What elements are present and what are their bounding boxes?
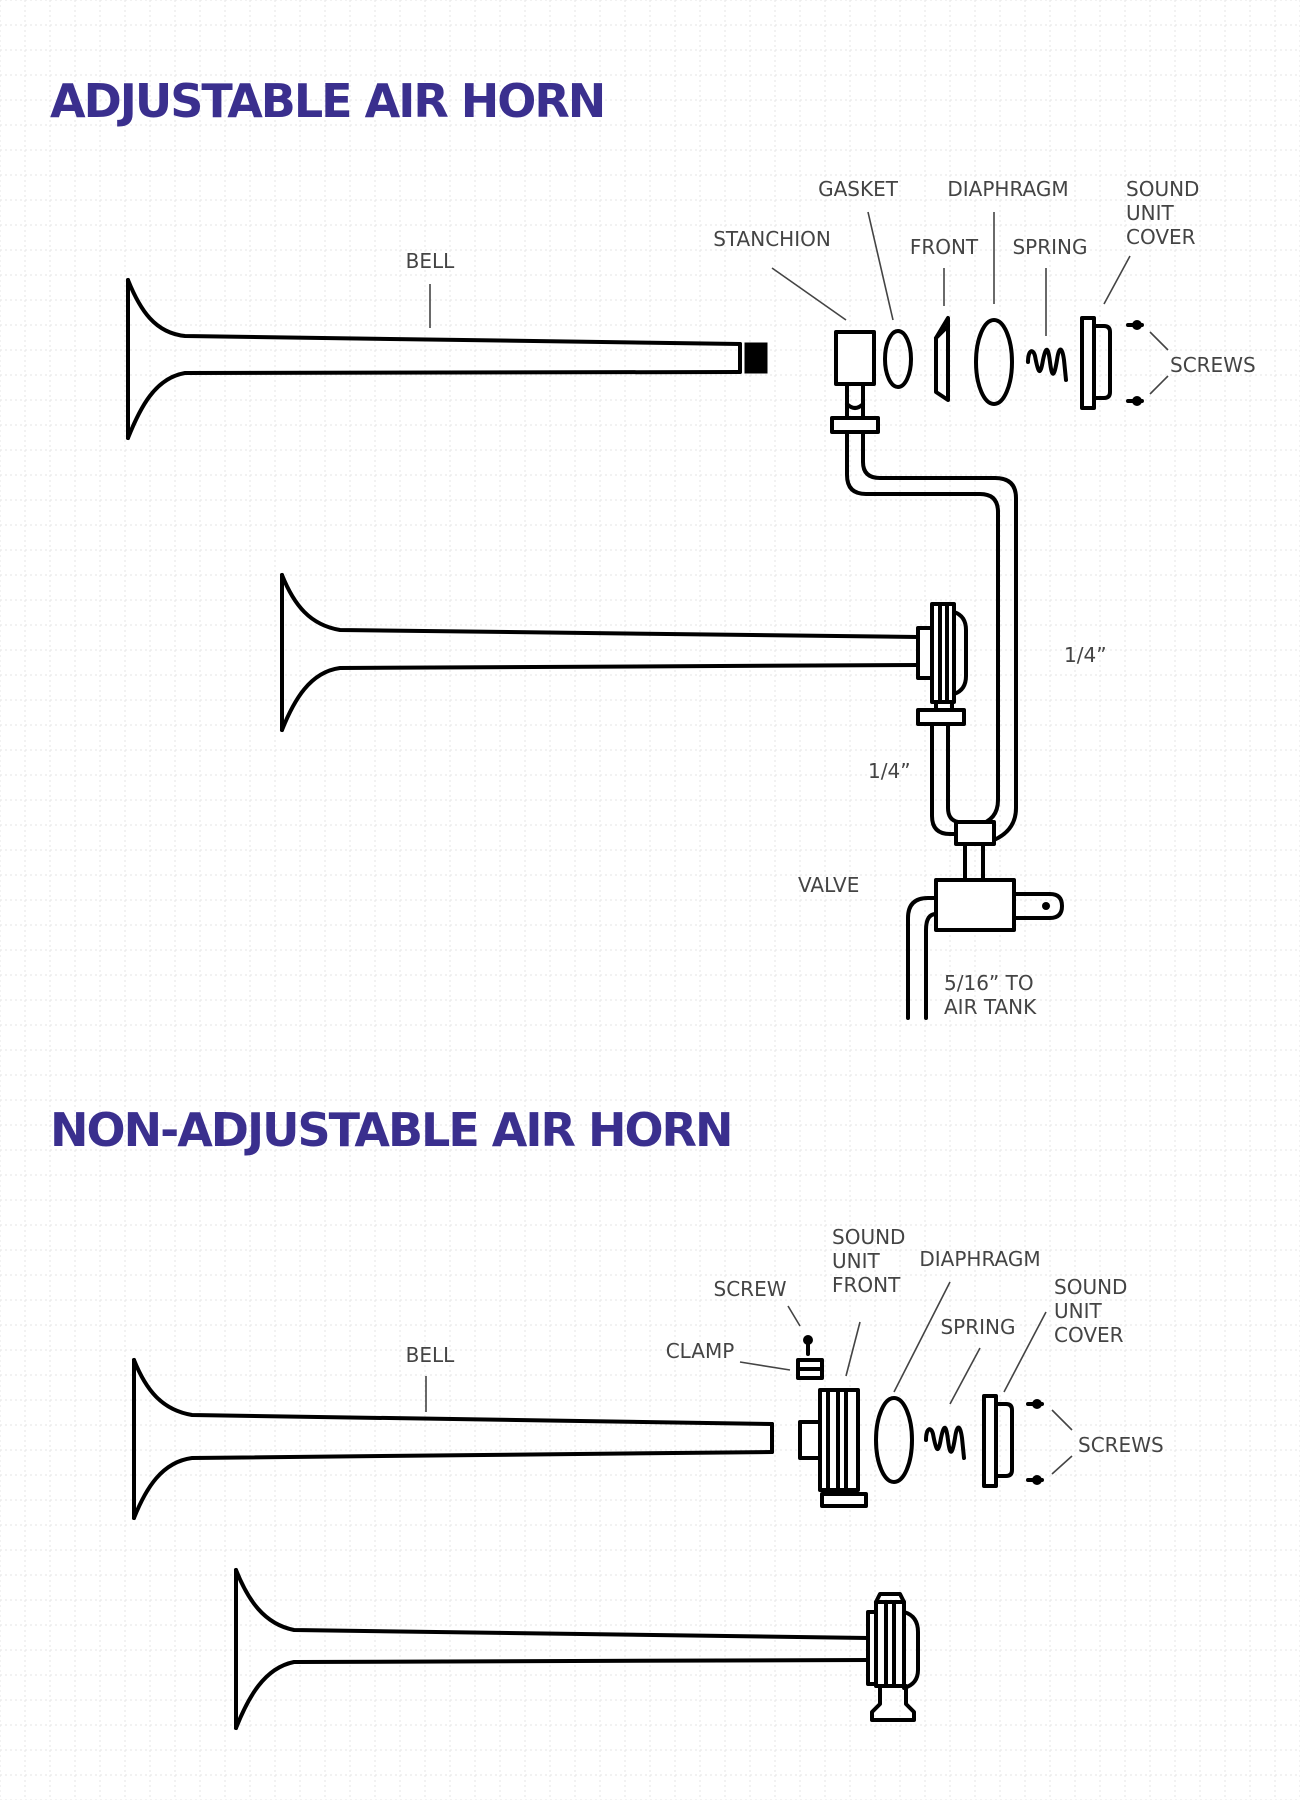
label-bell: BELL	[406, 249, 456, 273]
adjustable-air-tube-quarter-left	[930, 722, 960, 836]
label-valve: VALVE	[798, 873, 859, 897]
non-adjustable-diaphragm	[874, 1396, 914, 1484]
non-adjustable-screw	[803, 1335, 813, 1356]
label-tube-quarter-left: 1/4”	[868, 759, 911, 783]
label-tube-quarter-right: 1/4”	[1064, 643, 1107, 667]
adjustable-title: ADJUSTABLE AIR HORN	[50, 74, 604, 128]
label-air-tank: 5/16” TO AIR TANK	[944, 971, 1040, 1019]
label-screws-2: SCREWS	[1078, 1433, 1164, 1457]
label-screws: SCREWS	[1170, 353, 1256, 377]
label-spring-2: SPRING	[940, 1315, 1015, 1339]
non-adjustable-clamp	[796, 1358, 824, 1380]
adjustable-screws	[1126, 320, 1144, 406]
non-adjustable-title: NON-ADJUSTABLE AIR HORN	[50, 1103, 731, 1157]
non-adjustable-bell-bottom	[234, 1568, 920, 1730]
label-sound-unit-front: SOUND UNIT FRONT	[832, 1225, 912, 1297]
label-clamp: CLAMP	[666, 1339, 735, 1363]
label-sound-unit-cover-2: SOUND UNIT COVER	[1054, 1275, 1134, 1347]
non-adjustable-screws	[1026, 1399, 1044, 1485]
adjustable-bell-middle	[280, 573, 968, 732]
adjustable-air-tube-quarter-right	[845, 430, 1018, 844]
adjustable-gasket	[883, 329, 913, 389]
adjustable-air-tank-line	[906, 896, 938, 1020]
label-stanchion: STANCHION	[713, 227, 831, 251]
adjustable-spring	[1026, 347, 1068, 382]
label-diaphragm-2: DIAPHRAGM	[919, 1247, 1040, 1271]
non-adjustable-bell-top	[132, 1358, 774, 1520]
adjustable-diaphragm	[974, 318, 1014, 406]
label-screw: SCREW	[714, 1277, 787, 1301]
label-spring: SPRING	[1012, 235, 1087, 259]
label-bell-2: BELL	[406, 1343, 456, 1367]
adjustable-valve	[934, 820, 1064, 932]
non-adjustable-sound-unit-front	[798, 1388, 868, 1508]
label-gasket: GASKET	[818, 177, 899, 201]
non-adjustable-sound-unit-cover	[982, 1394, 1014, 1488]
adjustable-bell-top	[126, 278, 768, 440]
adjustable-sound-unit-cover	[1080, 316, 1112, 410]
non-adjustable-spring	[924, 1425, 966, 1460]
adjustable-stanchion	[830, 330, 880, 434]
label-front: FRONT	[910, 235, 979, 259]
label-sound-unit-cover: SOUND UNIT COVER	[1126, 177, 1206, 249]
label-diaphragm: DIAPHRAGM	[947, 177, 1068, 201]
